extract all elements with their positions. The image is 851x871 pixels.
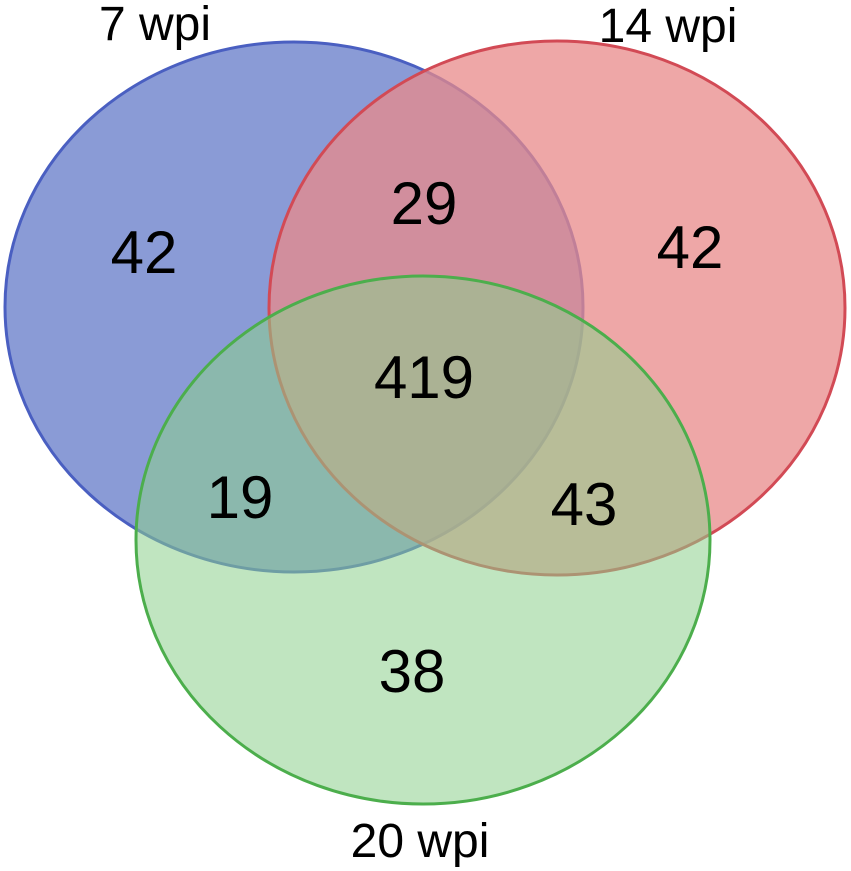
region-count-7wpi-14wpi: 29 [391,170,458,237]
set-label-7wpi: 7 wpi [99,0,211,51]
set-label-20wpi: 20 wpi [351,815,490,868]
region-count-14wpi-20wpi: 43 [551,471,618,538]
region-count-20wpi-only: 38 [379,638,446,705]
region-count-all: 419 [374,344,474,411]
set-label-14wpi: 14 wpi [599,0,738,53]
region-count-14wpi-only: 42 [657,214,724,281]
region-count-7wpi-20wpi: 19 [207,464,274,531]
region-count-7wpi-only: 42 [111,219,178,286]
set-circle-20wpi [134,274,712,806]
